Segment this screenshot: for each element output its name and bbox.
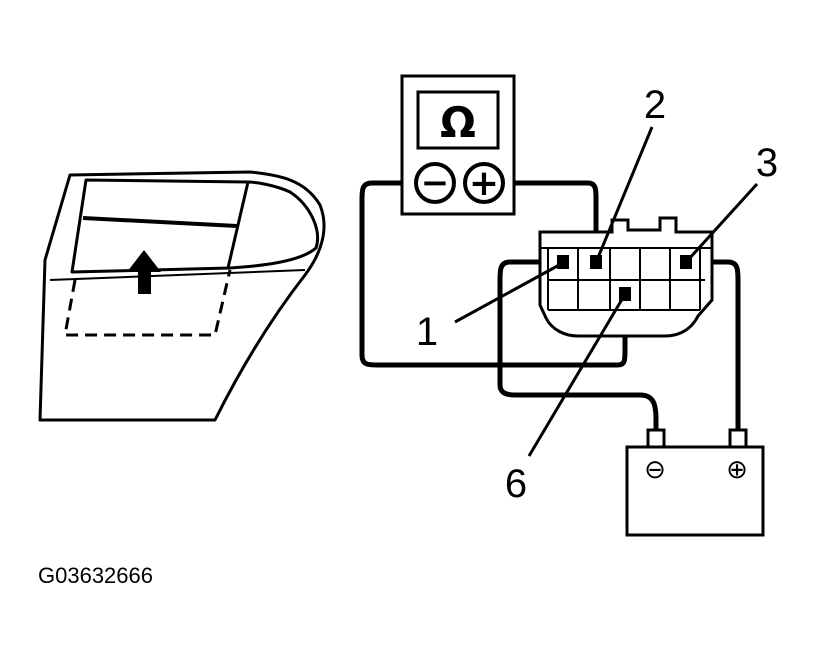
meter-neg-jack	[414, 162, 456, 204]
window-pillar	[226, 181, 250, 269]
car-door	[38, 170, 326, 422]
connector-outline	[538, 216, 714, 338]
meter-pos-jack	[463, 162, 505, 204]
up-arrow-icon	[127, 250, 161, 294]
terminal-label-3: 3	[756, 141, 778, 185]
lowered-glass-dashed	[63, 269, 232, 337]
battery-pos-symbol: ⊕	[726, 455, 748, 485]
ohm-symbol: Ω	[440, 98, 476, 147]
battery: ⊖ ⊕	[625, 428, 765, 537]
leader-1	[454, 262, 562, 324]
glass-top-edge	[82, 216, 238, 228]
door-outline	[38, 170, 326, 422]
terminal-label-2: 2	[644, 83, 666, 127]
terminal-label-1: 1	[416, 310, 438, 354]
leader-6	[527, 295, 626, 457]
window-frame	[70, 178, 319, 274]
terminal-2-pin	[590, 255, 602, 269]
leader-lines	[454, 126, 759, 457]
battery-neg-symbol: ⊖	[644, 455, 666, 485]
meter-neg-symbol: −	[421, 163, 450, 203]
meter-pos-symbol: +	[469, 163, 499, 204]
battery-body	[625, 445, 765, 537]
wire-meter-pos-to-terminal-2	[502, 180, 599, 261]
leader-3	[686, 182, 759, 262]
terminal-label-6: 6	[505, 462, 527, 506]
wire-meter-neg-to-terminal-6	[359, 180, 628, 368]
switch-connector	[538, 216, 714, 338]
wire-terminal-3-to-battery-pos	[683, 259, 741, 435]
battery-pos-post	[728, 428, 748, 450]
beltline	[49, 269, 306, 281]
leader-2	[595, 126, 654, 261]
figure-code: G03632666	[38, 563, 153, 588]
meter-display	[416, 90, 500, 150]
wire-terminal-1-to-battery-neg	[497, 259, 659, 435]
ohmmeter: Ω − +	[400, 74, 516, 216]
wires	[359, 180, 741, 435]
battery-neg-post	[646, 428, 666, 450]
